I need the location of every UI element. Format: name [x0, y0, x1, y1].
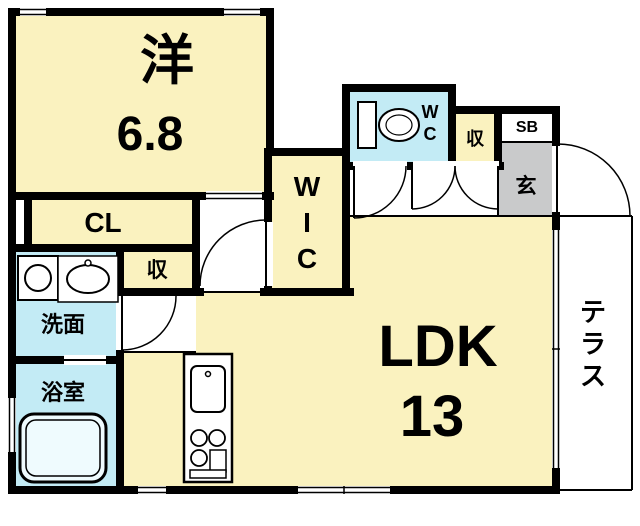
- window-top: [20, 8, 260, 16]
- room-western-fill: [12, 12, 270, 196]
- opening-washroom-door: [116, 296, 124, 350]
- terrace-outline: [556, 215, 633, 491]
- room-storage-upper-fill: [452, 110, 500, 166]
- label-terrace-char-2: ラ: [580, 329, 606, 359]
- label-wic-char-2: I: [303, 207, 311, 238]
- window-bath: [8, 398, 16, 452]
- room-shoebox-fill: [500, 110, 556, 142]
- western-sliding-door: [206, 192, 262, 200]
- window-bottom-small: [138, 486, 166, 494]
- room-terrace-fill: [556, 216, 632, 490]
- label-entrance: 玄: [516, 174, 537, 198]
- label-shoebox: SB: [516, 119, 538, 136]
- hall-boundaries: [120, 291, 268, 353]
- vanity-sink-icon: [57, 255, 119, 303]
- room-storage-lower-fill: [120, 248, 196, 292]
- label-ldk: LDK: [378, 314, 497, 379]
- label-terrace-char-1: テ: [580, 297, 606, 327]
- opening-top-vent: [20, 8, 46, 16]
- room-wic-fill: [268, 152, 346, 292]
- label-terrace-char-3: ス: [580, 361, 606, 391]
- label-storage-lower: 収: [147, 259, 169, 282]
- door-arc-storage-right: [454, 165, 499, 210]
- opening-wic-door: [263, 222, 273, 286]
- label-wic-char-1: W: [294, 171, 321, 202]
- window-bottom-main: [298, 486, 390, 494]
- bathtub-icon: [18, 412, 108, 484]
- labels: 洋 6.8 CL 収 W I C W C 収 SB 玄 洗面 浴室 LDK 13…: [41, 31, 606, 449]
- label-storage-upper: 収: [466, 129, 485, 149]
- door-arc-washroom: [121, 295, 177, 351]
- opening-bottom-window-small: [138, 486, 166, 494]
- opening-storage-doors: [413, 161, 499, 171]
- door-arc-wc: [353, 165, 407, 219]
- door-panels: [121, 146, 558, 350]
- label-wc-char-1: W: [422, 102, 439, 122]
- label-wic-char-3: C: [297, 243, 317, 274]
- toilet-icon: [357, 101, 420, 149]
- fixtures: [17, 101, 420, 484]
- opening-wc-door: [353, 161, 407, 171]
- label-bathroom: 浴室: [41, 380, 85, 405]
- opening-bath-window: [8, 398, 16, 452]
- doors: [121, 143, 631, 351]
- label-wc-char-2: C: [424, 124, 437, 144]
- kitchen-counter-icon: [182, 352, 234, 484]
- washing-machine-icon: [17, 255, 59, 301]
- label-washroom: 洗面: [41, 312, 85, 337]
- opening-western-slider: [206, 191, 262, 201]
- room-closet-fill: [28, 196, 196, 244]
- door-arc-wic: [199, 219, 267, 287]
- window-terrace-slider: [552, 230, 560, 468]
- label-closet: CL: [84, 207, 121, 238]
- label-ldk-size: 13: [400, 384, 465, 449]
- door-arc-storage-left: [411, 165, 456, 210]
- label-western-size: 6.8: [117, 108, 184, 161]
- windows: [8, 8, 560, 494]
- label-western-room: 洋: [140, 31, 194, 91]
- room-entrance-fill: [498, 142, 556, 216]
- door-arc-front-entrance: [557, 143, 631, 217]
- opening-top-window: [224, 8, 260, 16]
